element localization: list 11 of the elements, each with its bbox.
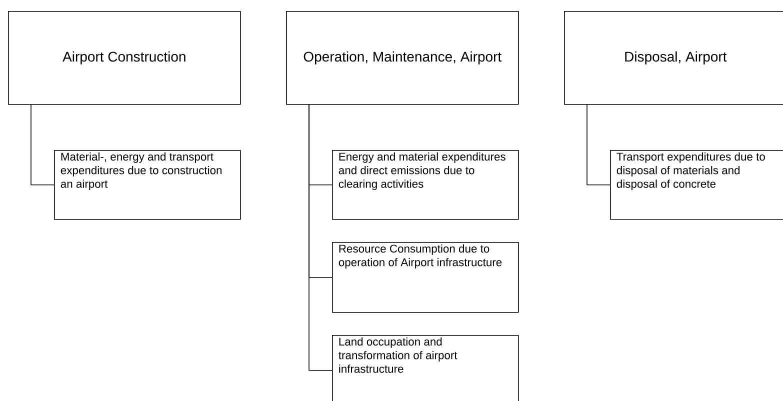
connector <box>308 104 332 371</box>
connector <box>586 104 610 186</box>
phase-box: Operation, Maintenance, Airport <box>286 11 519 105</box>
process-box: Energy and material expenditures and direct emissions due to clearing activities <box>332 150 519 220</box>
process-box: Material-, energy and transport expenditures due to construction an airport <box>54 150 241 220</box>
process-box: Transport expenditures due to disposal of materials and disposal of concrete <box>610 150 783 220</box>
connector <box>30 104 54 186</box>
phase-box: Disposal, Airport <box>564 11 783 105</box>
process-box: Land occupation and transformation of airport infrastructure <box>332 335 519 401</box>
process-box: Resource Consumption due to operation of Airport infrastructure <box>332 242 519 313</box>
phase-box: Airport Construction <box>8 11 241 105</box>
